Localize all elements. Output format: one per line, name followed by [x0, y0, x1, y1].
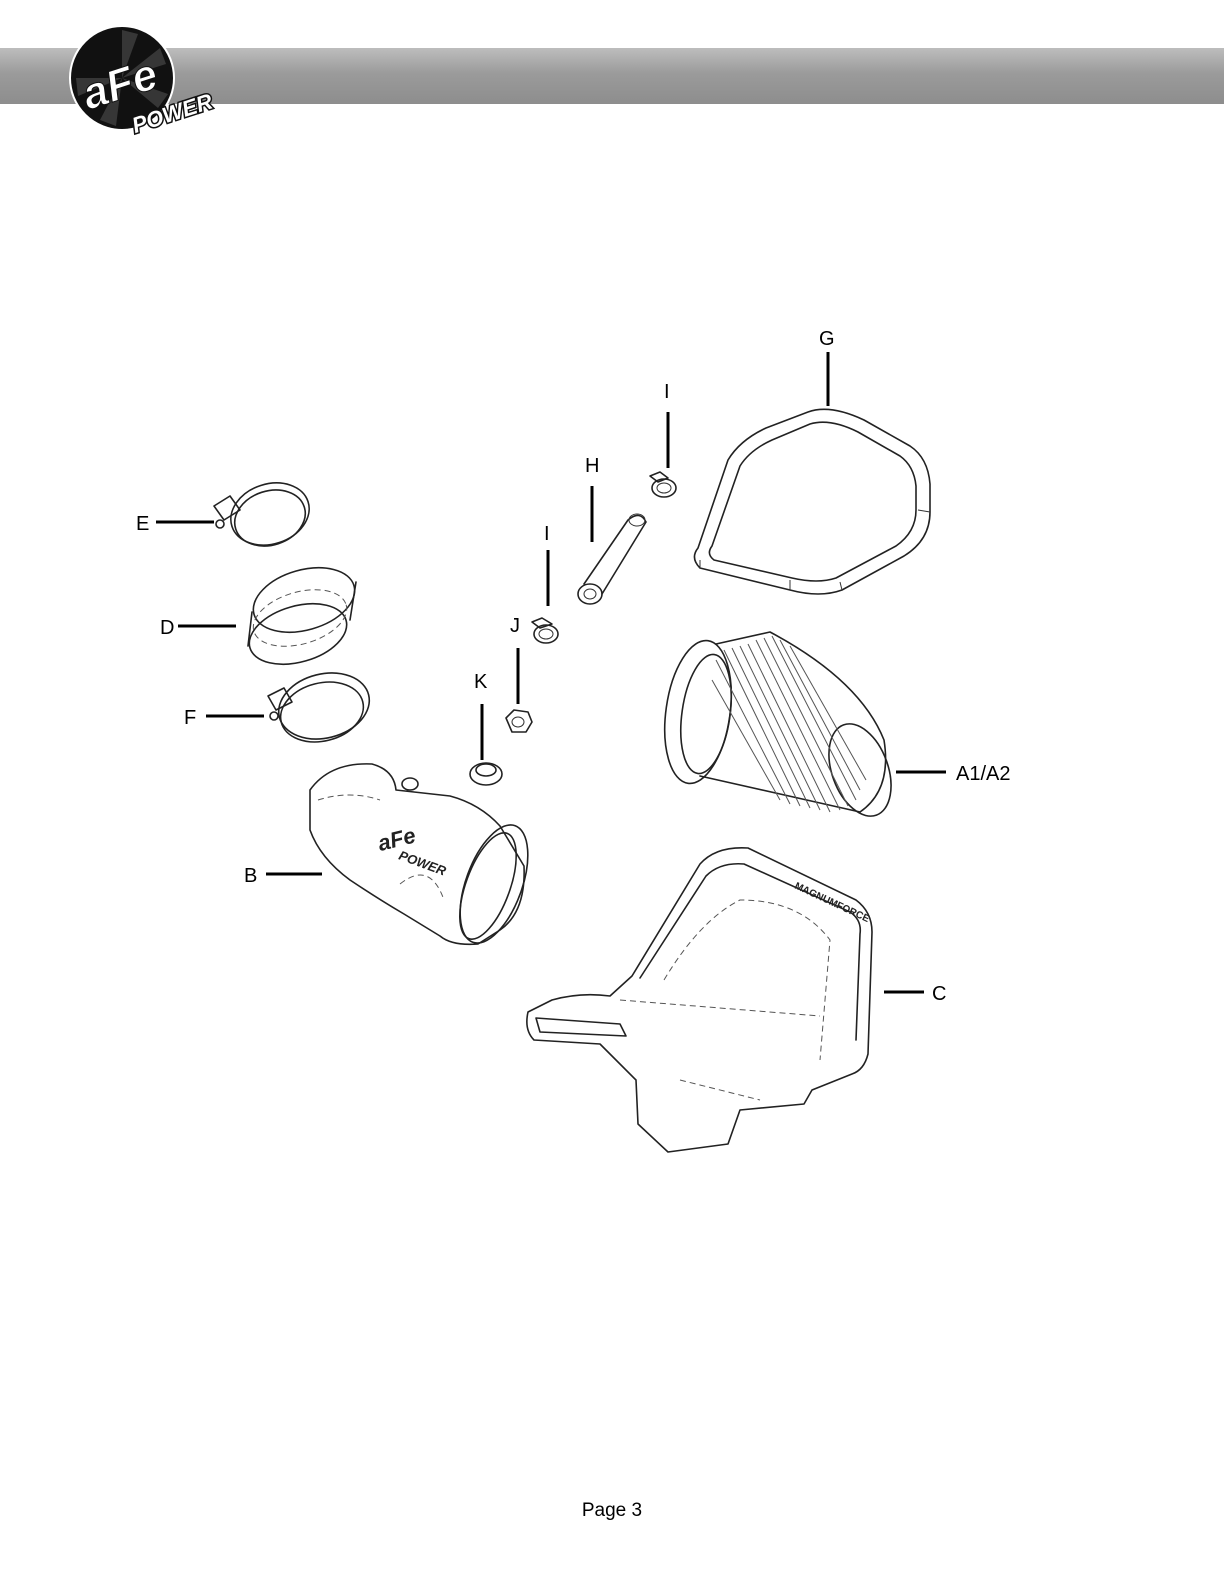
part-c-airbox: MAGNUMFORCE	[526, 847, 873, 1153]
part-a-filter	[663, 631, 892, 817]
part-k-grommet	[469, 762, 503, 786]
part-b-intake-tube: aFe POWER	[309, 763, 529, 946]
part-f-clamp	[267, 672, 371, 743]
part-e-clamp	[213, 482, 310, 547]
tube-logo-power: POWER	[397, 848, 449, 879]
label-i-top: I	[664, 381, 670, 403]
part-i-clamp-top	[649, 471, 677, 498]
label-b: B	[244, 865, 257, 887]
label-k: K	[474, 671, 488, 693]
label-j: J	[510, 615, 520, 637]
header-band	[0, 48, 1224, 104]
label-g: G	[819, 328, 835, 350]
label-f: F	[184, 707, 196, 729]
label-i-mid: I	[544, 523, 550, 545]
part-j-fitting	[505, 709, 533, 733]
part-g-seal	[693, 408, 931, 595]
label-a1-a2: A1/A2	[956, 763, 1010, 785]
part-d-coupler	[247, 566, 357, 666]
page-number: Page 3	[581, 1500, 643, 1521]
part-i-clamp-mid	[531, 617, 559, 644]
label-h: H	[585, 455, 599, 477]
label-d: D	[160, 617, 174, 639]
afe-power-logo: aFe POWER	[69, 25, 217, 136]
part-h-hose	[577, 513, 647, 605]
label-c: C	[932, 983, 946, 1005]
label-e: E	[136, 513, 149, 535]
